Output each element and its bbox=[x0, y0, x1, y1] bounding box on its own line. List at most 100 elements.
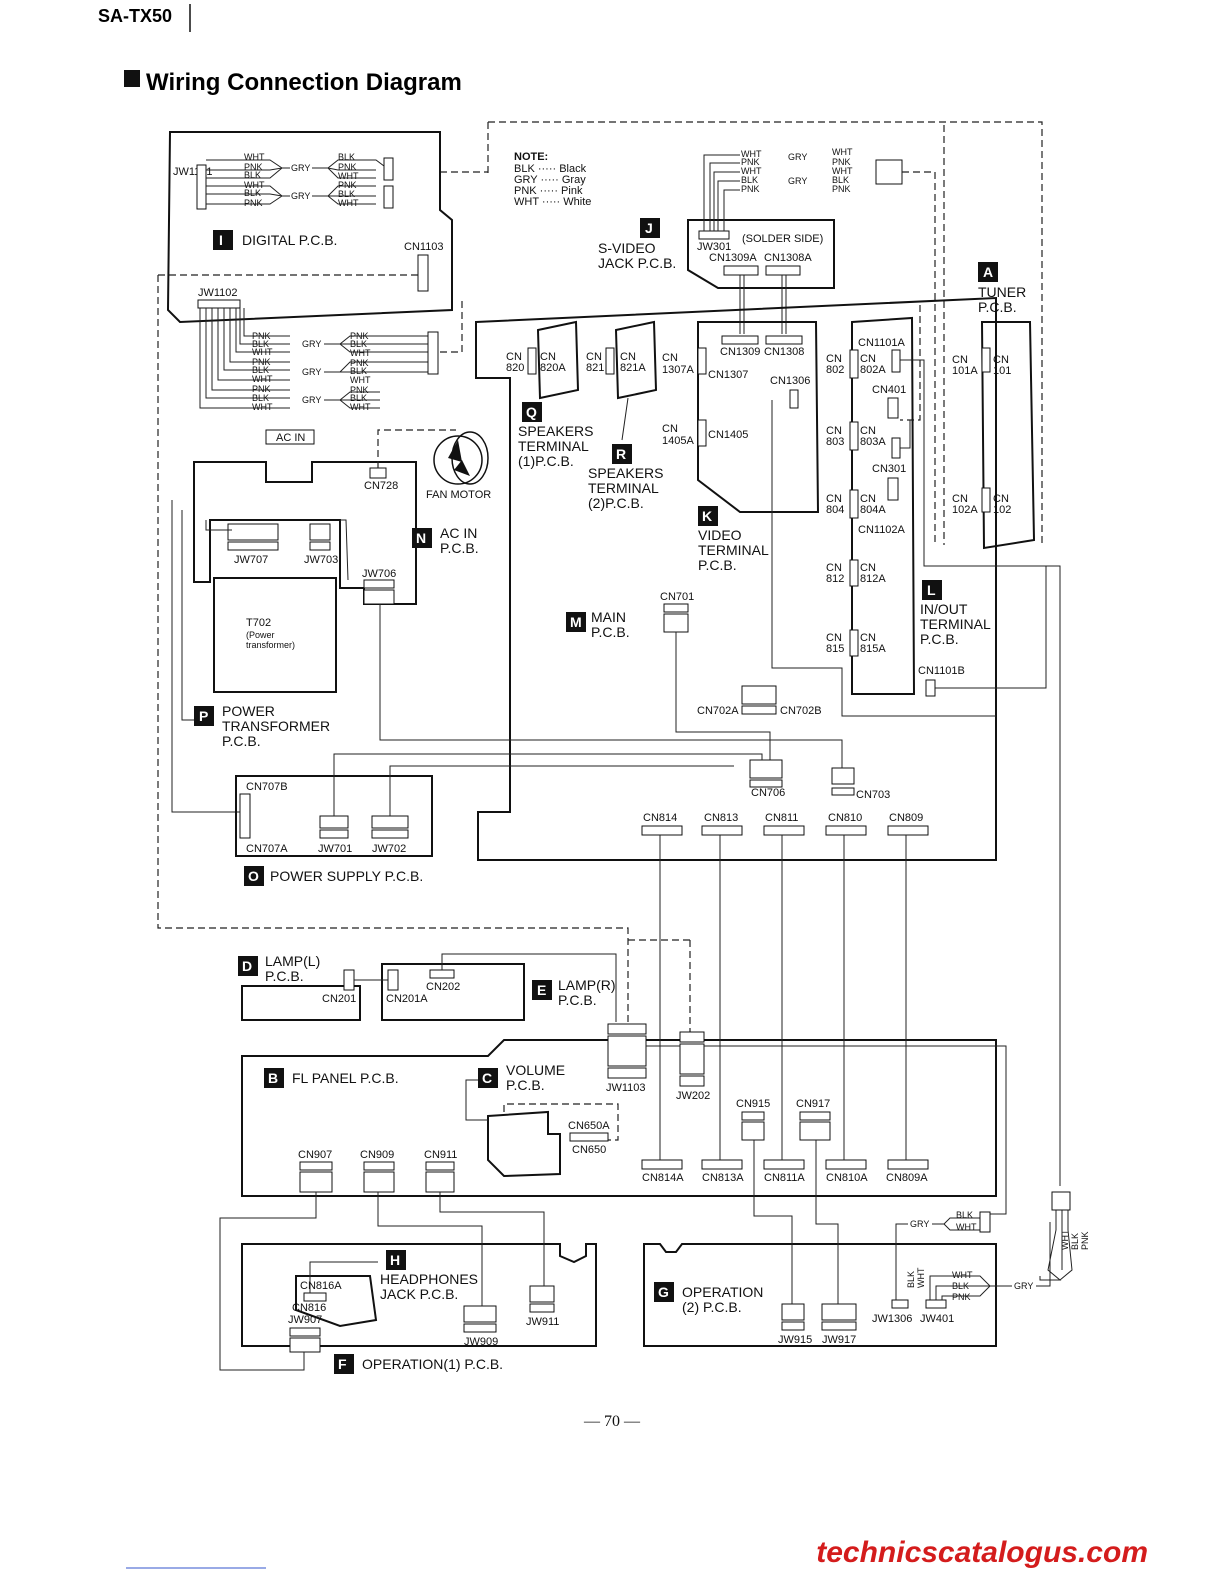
cn707b-label: CN707B bbox=[246, 781, 288, 793]
power-supply-label: POWER SUPPLY P.C.B. bbox=[270, 868, 423, 884]
cn804-label: 804 bbox=[826, 504, 844, 516]
wire-blk: BLK bbox=[252, 393, 269, 403]
main-label-1: MAIN bbox=[591, 609, 626, 625]
wire-gry: GRY bbox=[291, 191, 310, 201]
cn1102a-label: CN1102A bbox=[858, 524, 906, 536]
lamp-l-label-2: P.C.B. bbox=[265, 968, 304, 984]
lamp-pcbs: D LAMP(L) P.C.B. CN201 CN201A CN202 E LA… bbox=[238, 953, 617, 1022]
wire-blk: BLK bbox=[244, 188, 261, 198]
digital-pcb: I DIGITAL P.C.B. CN1103 JW1101 JW1102 bbox=[166, 131, 453, 324]
wire-pnk: PNK bbox=[741, 184, 760, 194]
tag-q: Q bbox=[526, 404, 537, 420]
cn1101b-label: CN1101B bbox=[918, 665, 965, 677]
solder-side-label: (SOLDER SIDE) bbox=[742, 233, 823, 245]
wire-pnk: PNK bbox=[350, 385, 369, 395]
in-out-terminal-pcb: CN1101A CN 802 CN 802A CN401 CN 803 CN 8… bbox=[826, 316, 1061, 1186]
cn812a-label: 812A bbox=[860, 573, 886, 585]
cn821-label: 821 bbox=[586, 362, 604, 374]
cn201-label: CN201 bbox=[322, 993, 356, 1005]
wire-pnk: PNK bbox=[741, 157, 760, 167]
jw1101-label: JW1101 bbox=[173, 166, 213, 178]
power-transformer-pcb: T702 (Power transformer) P POWER TRANSFO… bbox=[171, 500, 337, 813]
jw907-label: JW907 bbox=[288, 1314, 322, 1326]
wire-blk: BLK bbox=[906, 1271, 916, 1288]
tuner-label-2: P.C.B. bbox=[978, 299, 1017, 315]
power-supply-pcb: CN707B CN707A JW701 JW702 O POWER SUPPLY… bbox=[235, 604, 843, 886]
cn101a-label: 101A bbox=[952, 365, 978, 377]
jw702-label: JW702 bbox=[372, 843, 406, 855]
tag-r: R bbox=[616, 446, 626, 462]
wire-wht: WHT bbox=[1060, 1229, 1070, 1250]
cn816-label: CN816 bbox=[292, 1302, 326, 1314]
speakers-1-label-1: SPEAKERS bbox=[518, 423, 593, 439]
cn809-label: CN809 bbox=[889, 812, 923, 824]
ac-in-label: AC IN bbox=[276, 432, 305, 444]
cn810-label: CN810 bbox=[828, 812, 862, 824]
jw1102-connector bbox=[197, 299, 241, 309]
cn401-label: CN401 bbox=[872, 384, 906, 396]
cn-prefix: CN bbox=[952, 493, 968, 505]
cn-prefix: CN bbox=[662, 423, 678, 435]
speakers-terminal-2-pcb: CN 821 CN 821A R SPEAKERS TERMINAL (2)P.… bbox=[586, 320, 663, 511]
jw706-label: JW706 bbox=[362, 568, 396, 580]
wire-wht: WHT bbox=[741, 166, 762, 176]
wire-wht: WHT bbox=[244, 152, 265, 162]
tag-p: P bbox=[199, 708, 208, 724]
speakers-2-label-1: SPEAKERS bbox=[588, 465, 663, 481]
cn815-label: 815 bbox=[826, 643, 844, 655]
tag-box-i bbox=[213, 230, 233, 250]
cn907-label: CN907 bbox=[298, 1149, 332, 1161]
cn813a-label: CN813A bbox=[702, 1172, 744, 1184]
wire-blk: BLK bbox=[350, 366, 367, 376]
cn803a-label: 803A bbox=[860, 436, 886, 448]
cn909-label: CN909 bbox=[360, 1149, 394, 1161]
cn701-label: CN701 bbox=[660, 591, 694, 603]
operation-2-label-1: OPERATION bbox=[682, 1284, 763, 1300]
ac-in-pcb-label-1: AC IN bbox=[440, 525, 477, 541]
wire-wht: WHT bbox=[956, 1222, 977, 1232]
operation-2-label-2: (2) P.C.B. bbox=[682, 1299, 742, 1315]
headphones-label-2: JACK P.C.B. bbox=[380, 1286, 458, 1302]
in-out-label-2: TERMINAL bbox=[920, 616, 991, 632]
wire-blk: BLK bbox=[350, 339, 367, 349]
fan-motor-icon bbox=[433, 435, 483, 485]
fl-panel-pcb: B FL PANEL P.C.B. JW1103 JW202 C VOLUME … bbox=[241, 835, 1007, 1215]
cn821a-label: 821A bbox=[620, 362, 646, 374]
cn1405-label: CN1405 bbox=[708, 429, 748, 441]
s-video-harness: WHT PNK WHT BLK PNK GRY GRY WHT PNK WHT … bbox=[703, 147, 936, 545]
tag-e: E bbox=[537, 982, 546, 998]
note-line-gray: GRY ····· Gray bbox=[514, 174, 586, 186]
wire-gry: GRY bbox=[302, 339, 321, 349]
cn1306-label: CN1306 bbox=[770, 375, 810, 387]
wire-blk: BLK bbox=[244, 170, 261, 180]
tag-b: B bbox=[268, 1070, 278, 1086]
headphones-label-1: HEADPHONES bbox=[380, 1271, 478, 1287]
wire-wht: WHT bbox=[741, 149, 762, 159]
tag-m: M bbox=[570, 614, 582, 630]
cn102-label: 102 bbox=[993, 504, 1011, 516]
cn-prefix: CN bbox=[826, 353, 842, 365]
cn-prefix: CN bbox=[860, 562, 876, 574]
cn-prefix: CN bbox=[826, 632, 842, 644]
jw1306-label: JW1306 bbox=[872, 1313, 912, 1325]
cn-prefix: CN bbox=[860, 425, 876, 437]
wire-pnk: PNK bbox=[244, 162, 263, 172]
wire-wht: WHT bbox=[244, 180, 265, 190]
cn1101a-label: CN1101A bbox=[858, 337, 906, 349]
volume-label-1: VOLUME bbox=[506, 1062, 565, 1078]
s-video-label-1: S-VIDEO bbox=[598, 240, 656, 256]
cn-prefix: CN bbox=[540, 351, 556, 363]
video-label-1: VIDEO bbox=[698, 527, 742, 543]
jw707-label: JW707 bbox=[234, 554, 268, 566]
cn1307-label: CN1307 bbox=[708, 369, 748, 381]
cn-prefix: CN bbox=[826, 562, 842, 574]
tag-n: N bbox=[416, 530, 426, 546]
wire-blk: BLK bbox=[338, 189, 355, 199]
digital-pcb-label: DIGITAL P.C.B. bbox=[242, 232, 337, 248]
wire-gry: GRY bbox=[788, 152, 807, 162]
main-label-2: P.C.B. bbox=[591, 624, 630, 640]
tag-o: O bbox=[248, 868, 259, 884]
wire-blk: BLK bbox=[832, 175, 849, 185]
cn917-label: CN917 bbox=[796, 1098, 830, 1110]
s-video-label-2: JACK P.C.B. bbox=[598, 255, 676, 271]
